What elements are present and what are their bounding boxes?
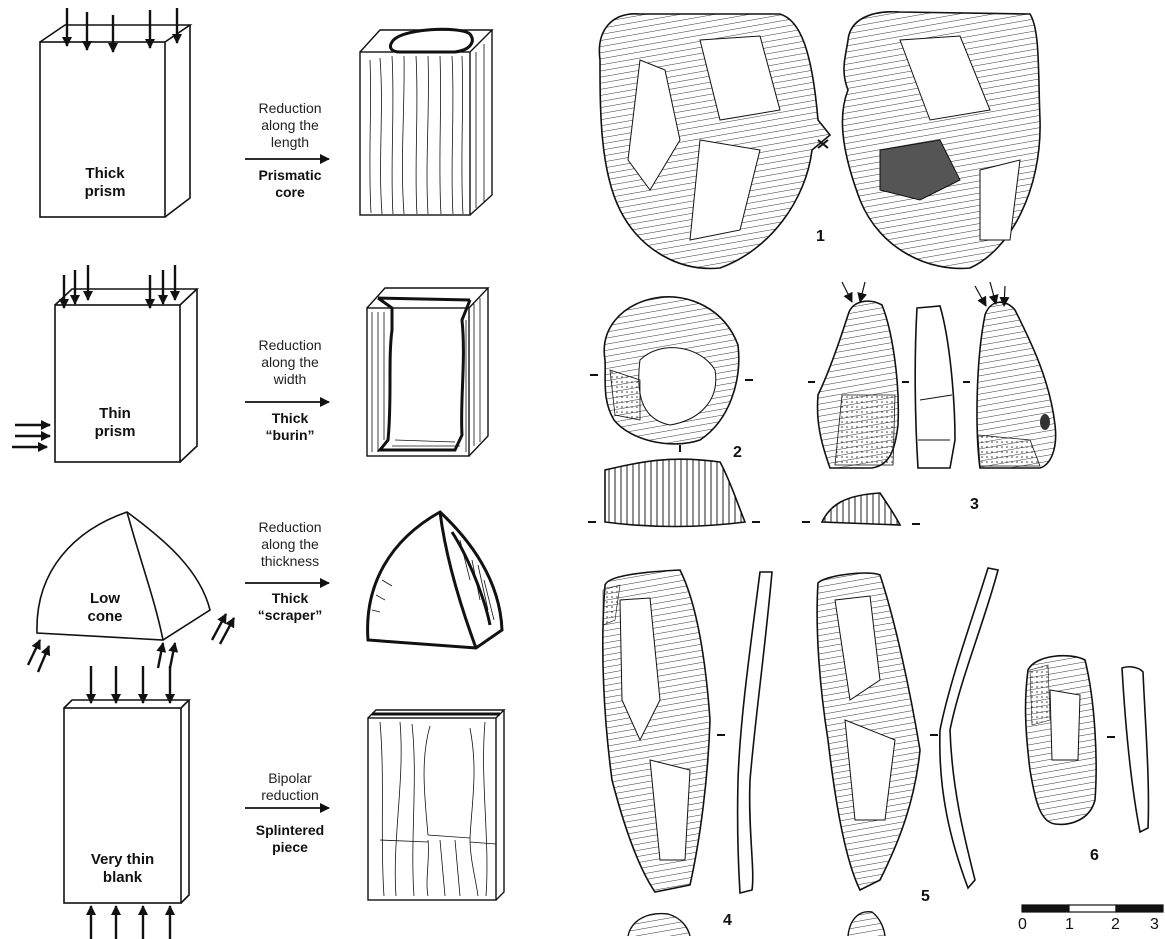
artifact-1-view-b [842,12,1040,269]
result-label-line: Splintered [235,822,345,839]
result-label-line: Prismatic [235,167,345,184]
process-label: Reduction along the length [235,100,345,151]
shape-label: Thick prism [70,165,140,201]
thick-scraper-drawing [368,512,502,648]
splintered-piece-drawing [368,710,504,900]
artifact-5-view [817,573,920,890]
result-label-line: core [235,184,345,201]
scale-tick-label: 0 [1018,916,1027,934]
thick-burin-drawing [367,288,488,456]
shape-label-line: cone [70,608,140,626]
shape-label-line: prism [80,423,150,441]
result-label-line: piece [235,839,345,856]
process-label: Reduction along the thickness [235,519,345,570]
result-label: Splintered piece [235,822,345,856]
artifact-number: 1 [816,228,825,246]
scale-bar [1022,905,1163,912]
striking-arrows-top [91,666,170,703]
artifact-number: 2 [733,444,742,462]
artifact-1-view-a [599,14,830,269]
process-label-line: thickness [235,553,345,570]
shape-label: Thin prism [80,405,150,441]
result-label-line: Thick [235,410,345,427]
artifact-number: 5 [921,888,930,906]
artifact-4-view [603,570,710,892]
process-label: Reduction along the width [235,337,345,388]
striking-arrows-top [64,265,175,308]
result-label-line: “burin” [235,427,345,444]
process-label-line: Bipolar [235,770,345,787]
process-label-line: reduction [235,787,345,804]
artifact-4-butt [628,914,690,936]
prismatic-core-drawing [360,29,492,215]
process-label-line: Reduction [235,519,345,536]
artifact-5-butt [848,912,885,936]
result-label-line: Thick [235,590,345,607]
process-label-line: Reduction [235,337,345,354]
shape-label-line: Very thin [75,851,170,869]
shape-label-line: blank [75,869,170,887]
artifact-2-section [605,459,745,526]
process-label-line: along the [235,354,345,371]
process-label-line: width [235,371,345,388]
process-label: Bipolar reduction [235,770,345,804]
artifact-2-view [604,297,739,444]
shape-label-line: Thin [80,405,150,423]
result-label-line: “scraper” [235,607,345,624]
result-label: Prismatic core [235,167,345,201]
striking-arrows-bottom [91,906,170,939]
shape-label-line: Low [70,590,140,608]
artifact-number: 6 [1090,847,1099,865]
scale-tick-label: 2 [1111,916,1120,934]
artifact-3-views [818,301,1056,468]
shape-label-line: prism [70,183,140,201]
shape-label: Very thin blank [75,851,170,887]
process-label-line: length [235,134,345,151]
artifact-4-profile [738,572,772,893]
artifact-number: 4 [723,912,732,930]
shape-label-line: Thick [70,165,140,183]
scale-tick-label: 1 [1065,916,1074,934]
process-label-line: Reduction [235,100,345,117]
striking-arrows-side [12,425,50,447]
artifact-3-section [822,493,900,525]
artifact-number: 3 [970,496,979,514]
artifact-6-view [1026,656,1097,825]
artifact-6-profile [1122,667,1148,832]
result-label: Thick “scraper” [235,590,345,624]
artifact-5-profile [940,568,998,888]
process-label-line: along the [235,117,345,134]
scale-tick-label: 3 [1150,916,1159,934]
process-label-line: along the [235,536,345,553]
shape-label: Low cone [70,590,140,626]
result-label: Thick “burin” [235,410,345,444]
